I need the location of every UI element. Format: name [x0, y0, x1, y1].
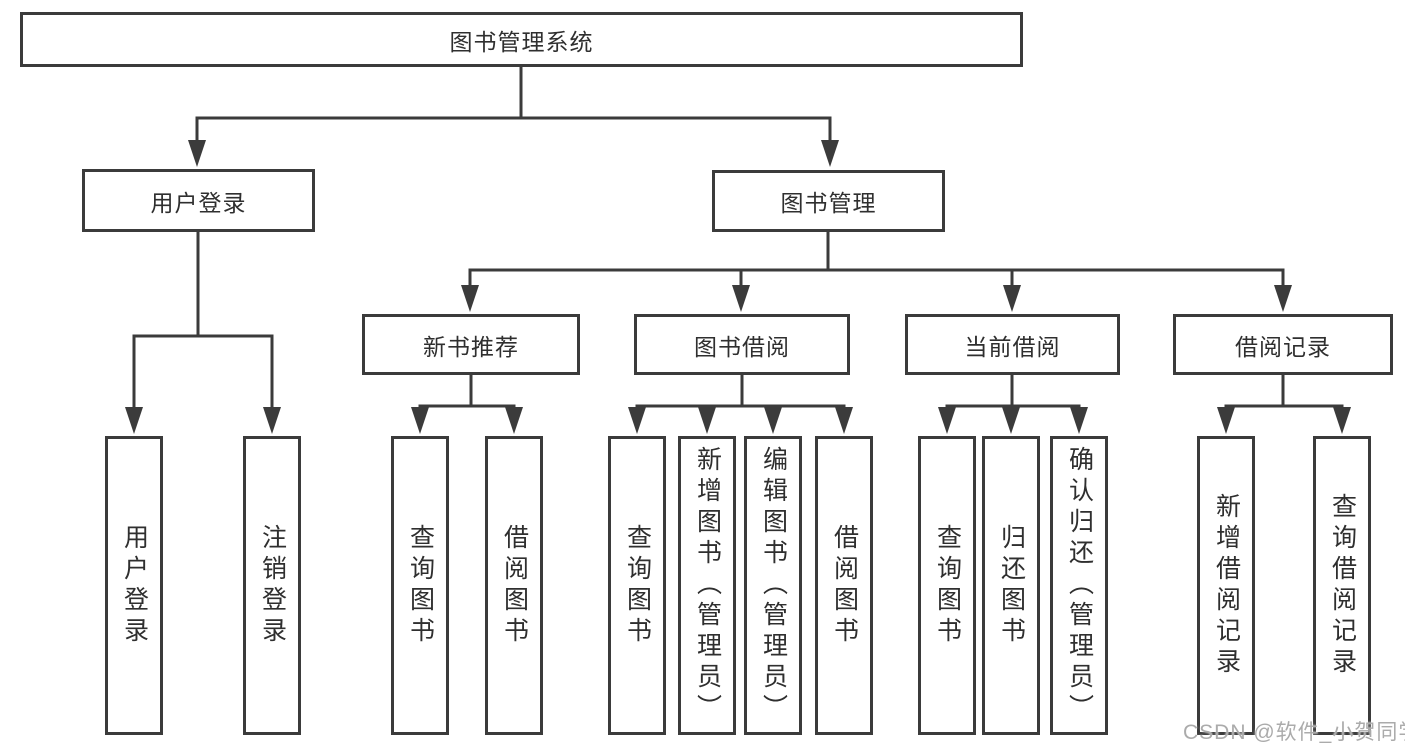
- node-leaf-add-borrow-record: 新增借阅记录: [1197, 436, 1255, 735]
- node-new-book-recommend: 新书推荐: [362, 314, 580, 375]
- watermark: CSDN @软件_小贺同学: [1183, 721, 1405, 744]
- node-current-borrowing: 当前借阅: [905, 314, 1120, 375]
- node-leaf-query-borrow-record: 查询借阅记录: [1313, 436, 1371, 735]
- node-leaf-query-books-3: 查询图书: [918, 436, 976, 735]
- node-label: 图书管理: [780, 190, 877, 216]
- node-label: 新增图书（管理员）: [693, 446, 722, 725]
- arrowheads: [125, 140, 1351, 434]
- node-leaf-borrow-books-2: 借阅图书: [815, 436, 873, 735]
- node-label: 借阅图书: [500, 523, 529, 648]
- node-label: 查询图书: [406, 523, 435, 648]
- node-leaf-query-books-2: 查询图书: [608, 436, 666, 735]
- node-leaf-add-book-admin: 新增图书（管理员）: [678, 436, 736, 735]
- node-leaf-user-login: 用户登录: [105, 436, 163, 735]
- node-leaf-logout: 注销登录: [243, 436, 301, 735]
- node-label: 注销登录: [258, 523, 287, 648]
- node-label: 确认归还（管理员）: [1065, 446, 1094, 725]
- node-leaf-return-book: 归还图书: [982, 436, 1040, 735]
- node-label: 用户登录: [150, 189, 247, 216]
- node-label: 用户登录: [120, 523, 149, 648]
- node-label: 当前借阅: [964, 333, 1061, 360]
- node-leaf-borrow-books-1: 借阅图书: [485, 436, 543, 735]
- node-book-borrowing: 图书借阅: [634, 314, 850, 375]
- node-borrow-records: 借阅记录: [1173, 314, 1393, 375]
- node-label: 查询图书: [623, 523, 652, 648]
- node-label: 新增借阅记录: [1212, 492, 1241, 679]
- node-leaf-edit-book-admin: 编辑图书（管理员）: [744, 436, 802, 735]
- node-label: 归还图书: [997, 523, 1026, 648]
- node-user-login: 用户登录: [82, 169, 315, 232]
- node-leaf-confirm-return-admin: 确认归还（管理员）: [1050, 436, 1108, 735]
- node-book-management: 图书管理: [712, 170, 945, 232]
- node-label: 图书借阅: [694, 333, 790, 360]
- node-leaf-query-books-1: 查询图书: [391, 436, 449, 735]
- node-label: 图书管理系统: [449, 28, 594, 55]
- node-label: 编辑图书（管理员）: [759, 446, 788, 725]
- node-label: 查询图书: [933, 523, 962, 648]
- node-label: 新书推荐: [423, 333, 519, 360]
- node-label: 借阅记录: [1235, 333, 1331, 360]
- node-label: 查询借阅记录: [1328, 492, 1357, 679]
- node-label: 借阅图书: [830, 523, 859, 648]
- node-library-system: 图书管理系统: [20, 12, 1023, 67]
